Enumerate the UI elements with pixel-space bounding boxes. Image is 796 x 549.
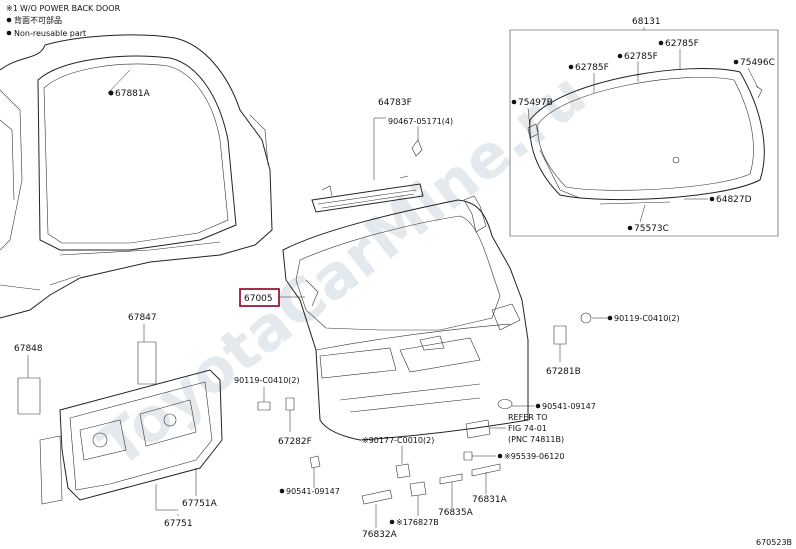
bullet-icon bbox=[607, 315, 613, 321]
bullet-icon bbox=[709, 196, 715, 202]
label-62785f-c: 62785F bbox=[575, 63, 609, 73]
label-95539: ※95539-06120 bbox=[504, 452, 565, 461]
fastener-drawings bbox=[257, 312, 592, 505]
label-67281b: 67281B bbox=[546, 367, 581, 377]
label-76832a: 76832A bbox=[362, 530, 398, 540]
bullet-icon bbox=[497, 453, 503, 459]
label-90119-b: 90119-C0410(2) bbox=[614, 314, 680, 323]
label-67881a: 67881A bbox=[115, 89, 151, 99]
bullet-icon bbox=[389, 519, 395, 525]
highlighted-part-box[interactable] bbox=[239, 288, 280, 307]
label-64783f: 64783F bbox=[378, 98, 412, 108]
notes-block: ※1 W/O POWER BACK DOOR 背面不可部品 Non-reusab… bbox=[6, 4, 121, 38]
label-67751: 67751 bbox=[164, 519, 193, 529]
bullet-icon bbox=[511, 99, 517, 105]
label-67282f: 67282F bbox=[278, 437, 312, 447]
inner-panel-drawing bbox=[17, 341, 223, 505]
bullet-icon bbox=[6, 17, 12, 23]
label-90177: ※90177-C0010(2) bbox=[362, 436, 434, 445]
label-76835a: 76835A bbox=[438, 508, 474, 518]
label-75496c: 75496C bbox=[740, 58, 775, 68]
label-62785f-a: 62785F bbox=[665, 39, 699, 49]
label-90119-a: 90119-C0410(2) bbox=[234, 376, 300, 385]
label-75497b: 75497B bbox=[518, 98, 553, 108]
label-67751a: 67751A bbox=[182, 499, 218, 509]
vehicle-body-drawing bbox=[0, 34, 273, 319]
bullet-icon bbox=[658, 40, 664, 46]
refer-line-2[interactable]: FIG 74-01 bbox=[508, 424, 547, 433]
label-68131: 68131 bbox=[632, 17, 661, 27]
bullet-icon bbox=[6, 30, 12, 36]
bullet-icon bbox=[108, 90, 114, 96]
label-90467: 90467-05171(4) bbox=[388, 117, 453, 126]
bullet-icon bbox=[535, 403, 541, 409]
spoiler-drawing bbox=[311, 139, 424, 213]
refer-line-3[interactable]: (PNC 74811B) bbox=[508, 435, 564, 444]
note1-mark: ※1 bbox=[6, 4, 18, 13]
label-75573c: 75573C bbox=[634, 224, 669, 234]
bullet-icon bbox=[617, 53, 623, 59]
note2-text: Non-reusable part bbox=[14, 29, 86, 38]
label-64827d: 64827D bbox=[716, 195, 752, 205]
figure-id: 670523B bbox=[756, 538, 792, 547]
refer-line-1[interactable]: REFER TO bbox=[508, 413, 548, 422]
label-90541-b: 90541-09147 bbox=[542, 402, 596, 411]
label-176827b: ※176827B bbox=[396, 518, 439, 527]
bullet-icon bbox=[279, 488, 285, 494]
label-67005[interactable]: 67005 bbox=[244, 294, 273, 304]
label-67848: 67848 bbox=[14, 344, 43, 354]
note1-text: W/O POWER BACK DOOR bbox=[20, 4, 121, 13]
bullet-icon bbox=[627, 225, 633, 231]
glass-group-box: 68131 bbox=[509, 17, 779, 237]
bullet-icon bbox=[568, 64, 574, 70]
label-67847: 67847 bbox=[128, 313, 157, 323]
bullet-icon bbox=[733, 59, 739, 65]
note1-jp: 背面不可部品 bbox=[14, 15, 62, 25]
label-62785f-b: 62785F bbox=[624, 52, 658, 62]
back-door-drawing bbox=[282, 195, 529, 441]
label-90541-a: 90541-09147 bbox=[286, 487, 340, 496]
label-76831a: 76831A bbox=[472, 495, 508, 505]
